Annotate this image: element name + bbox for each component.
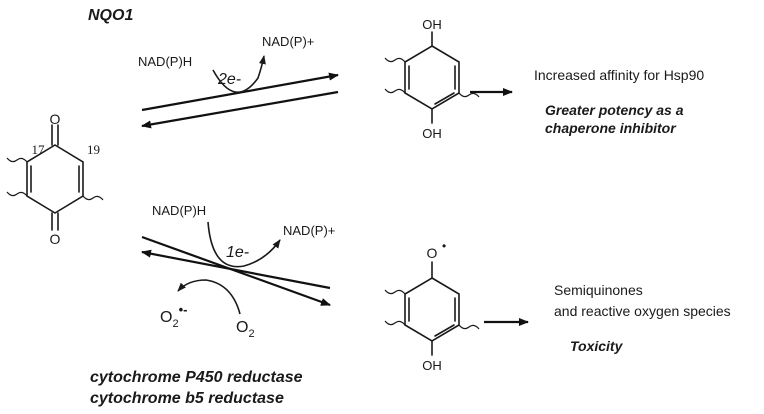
top-cofactor-curve <box>212 55 266 94</box>
hq-wavy-lower-left <box>384 88 406 94</box>
quinone-top-oxygen: O <box>50 111 61 127</box>
ros-text: and reactive oxygen species <box>554 303 731 319</box>
hsp90-affinity-text: Increased affinity for Hsp90 <box>534 67 704 83</box>
bottom-pathway: NAD(P)H NAD(P)+ 1e- O2•- O2 <box>141 203 335 340</box>
greater-potency-text: Greater potency as a <box>545 102 684 118</box>
top-reverse-arrow <box>141 90 339 129</box>
semiquinones-text: Semiquinones <box>554 282 643 298</box>
quinone-bottom-oxygen: O <box>50 231 61 247</box>
wavy-bond-lower-right <box>82 195 104 201</box>
bottom-reverse-arrow <box>141 249 331 290</box>
wavy-bond-lower-left <box>6 191 28 197</box>
oxygen-label: O2 <box>236 319 255 340</box>
semiquinone-structure: O • OH <box>384 239 480 373</box>
chaperone-inhibitor-text: chaperone inhibitor <box>545 120 677 136</box>
hydroquinone-bottom-oh: OH <box>422 126 442 141</box>
hydroquinone-structure: OH OH <box>384 17 480 141</box>
hydroquinone-ring <box>404 45 460 110</box>
cyp-reductase-label: cytochrome P450 reductase <box>90 369 303 386</box>
sq-wavy-lower-left <box>384 320 406 326</box>
toxicity-text: Toxicity <box>570 338 624 354</box>
radical-dot: • <box>442 239 446 253</box>
bottom-nadp-label: NAD(P)+ <box>283 223 335 238</box>
position-17-label: 17 <box>32 142 46 157</box>
wavy-bond-upper-left <box>6 157 28 163</box>
semiquinone-ring <box>404 277 460 342</box>
nqo1-label: NQO1 <box>88 7 133 24</box>
sq-wavy-upper-left <box>384 289 406 295</box>
two-electron-label: 2e- <box>217 71 241 88</box>
bottom-cofactor-curve <box>207 221 281 268</box>
superoxide-label: O2•- <box>160 302 187 330</box>
hq-wavy-lower-right <box>458 92 480 98</box>
top-pathway: NAD(P)H NAD(P)+ 2e- <box>138 34 339 129</box>
top-nadp-label: NAD(P)+ <box>262 34 314 49</box>
hq-wavy-upper-left <box>384 57 406 63</box>
semiquinone-top-oxygen: O <box>427 245 438 261</box>
bottom-nadph-label: NAD(P)H <box>152 203 206 218</box>
position-19-label: 19 <box>87 142 100 157</box>
hydroquinone-top-oh: OH <box>422 17 442 32</box>
oxygen-reduction-curve <box>177 279 241 315</box>
b5-reductase-label: cytochrome b5 reductase <box>90 390 284 407</box>
semiquinone-bottom-oh: OH <box>422 358 442 373</box>
top-nadph-label: NAD(P)H <box>138 54 192 69</box>
quinone-structure: O O 17 19 <box>6 111 104 247</box>
sq-wavy-lower-right <box>458 324 480 330</box>
one-electron-label: 1e- <box>226 244 249 261</box>
